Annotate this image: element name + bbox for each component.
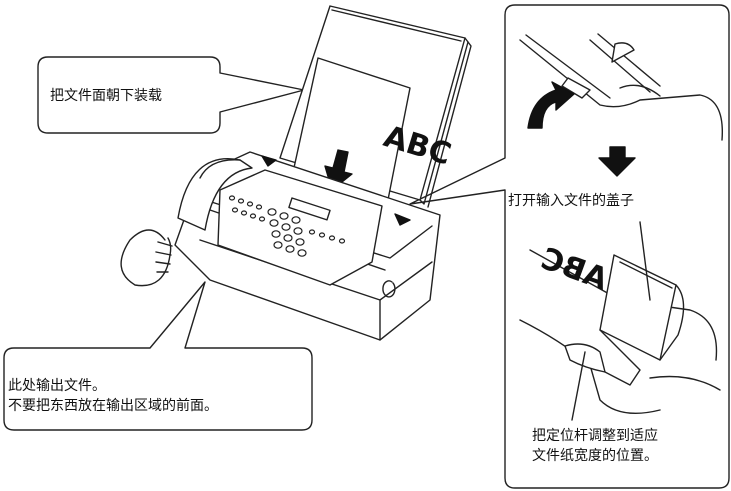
- keypad-button: [246, 201, 254, 207]
- keypad-button: [240, 210, 248, 216]
- keypad-button: [228, 195, 236, 201]
- callout-output: 此处输出文件。 不要把东西放在输出区域的前面。: [8, 376, 218, 416]
- open-cover-arrow: [527, 81, 575, 129]
- keypad-button: [271, 230, 281, 238]
- keypad-button: [328, 235, 336, 241]
- callout-load-face-down: 把文件面朝下装载: [50, 86, 162, 106]
- keypad-button: [267, 208, 277, 216]
- keypad-button: [273, 241, 283, 249]
- callout-box-output: [3, 281, 313, 431]
- guide-line-2: 文件纸宽度的位置。: [532, 448, 658, 464]
- keypad-button: [237, 198, 245, 204]
- keypad-button: [297, 249, 307, 257]
- keypad-button: [308, 229, 316, 235]
- keypad-button: [258, 216, 266, 222]
- keypad-button: [281, 223, 291, 231]
- keypad-button: [285, 245, 295, 253]
- keypad-button: [269, 219, 279, 227]
- handset-cord: [120, 229, 172, 287]
- control-panel: [217, 169, 383, 286]
- keypad-button: [255, 204, 263, 210]
- guide-line-1: 把定位杆调整到适应: [532, 428, 658, 444]
- keypad-button: [295, 238, 305, 246]
- step-arrow-down: [598, 146, 636, 177]
- keypad-button: [293, 227, 303, 235]
- keypad-button: [279, 212, 289, 220]
- keypad-button: [291, 216, 301, 224]
- callout-open-cover: 打开输入文件的盖子: [508, 191, 634, 211]
- document-guide-illustration: [529, 249, 718, 361]
- output-line-1: 此处输出文件。: [8, 378, 106, 394]
- detail-panel-frame: [409, 4, 730, 489]
- keypad-button: [283, 234, 293, 242]
- callout-guide: 把定位杆调整到适应 文件纸宽度的位置。: [532, 426, 658, 466]
- open-cover-text: 打开输入文件的盖子: [508, 193, 634, 209]
- keypad-button: [318, 232, 326, 238]
- keypad-button: [249, 213, 257, 219]
- load-face-down-text: 把文件面朝下装载: [50, 88, 162, 104]
- handset: [177, 158, 253, 231]
- callout-box-load: [37, 56, 305, 134]
- keypad-button: [338, 238, 346, 244]
- output-line-2: 不要把东西放在输出区域的前面。: [8, 398, 218, 414]
- keypad-button: [231, 207, 239, 213]
